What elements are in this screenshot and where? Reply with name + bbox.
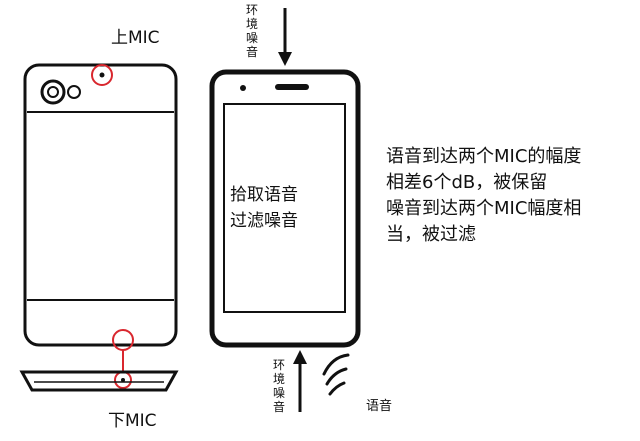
phone-front-view <box>209 69 361 348</box>
ambient-noise-top-label: 环境噪音 <box>245 3 258 59</box>
explanation-line: 当，被过滤 <box>386 224 476 245</box>
earpiece-icon <box>275 84 309 90</box>
phone-front-body <box>209 69 361 348</box>
phone-front-screen <box>223 103 346 313</box>
explanation-line: 噪音到达两个MIC幅度相 <box>386 198 582 219</box>
front-camera-icon <box>240 85 246 91</box>
noise-arrow-down <box>278 8 292 66</box>
screen-caption-line: 过滤噪音 <box>230 211 298 231</box>
explanation-text: 语音到达两个MIC的幅度 相差6个dB，被保留 噪音到达两个MIC幅度相 当，被… <box>386 144 581 248</box>
noise-arrow-up <box>293 350 307 412</box>
ambient-noise-bottom-label: 环境噪音 <box>272 358 285 414</box>
bottom-mic-marker <box>112 329 134 389</box>
phone-bottom-edge-view <box>19 370 179 392</box>
sound-wave-icon <box>322 353 350 396</box>
top-mic-marker <box>91 64 113 86</box>
top-mic-label: 上MIC <box>111 28 160 48</box>
bottom-mic-label: 下MIC <box>108 411 157 431</box>
explanation-line: 相差6个dB，被保留 <box>386 172 548 193</box>
explanation-line: 语音到达两个MIC的幅度 <box>386 146 582 167</box>
camera-icon <box>40 79 81 105</box>
phone-back-body <box>23 63 178 347</box>
voice-label: 语音 <box>366 399 393 414</box>
screen-caption-line: 拾取语音 <box>230 185 298 205</box>
phone-back-view <box>23 63 178 389</box>
screen-caption: 拾取语音 过滤噪音 <box>230 182 298 234</box>
